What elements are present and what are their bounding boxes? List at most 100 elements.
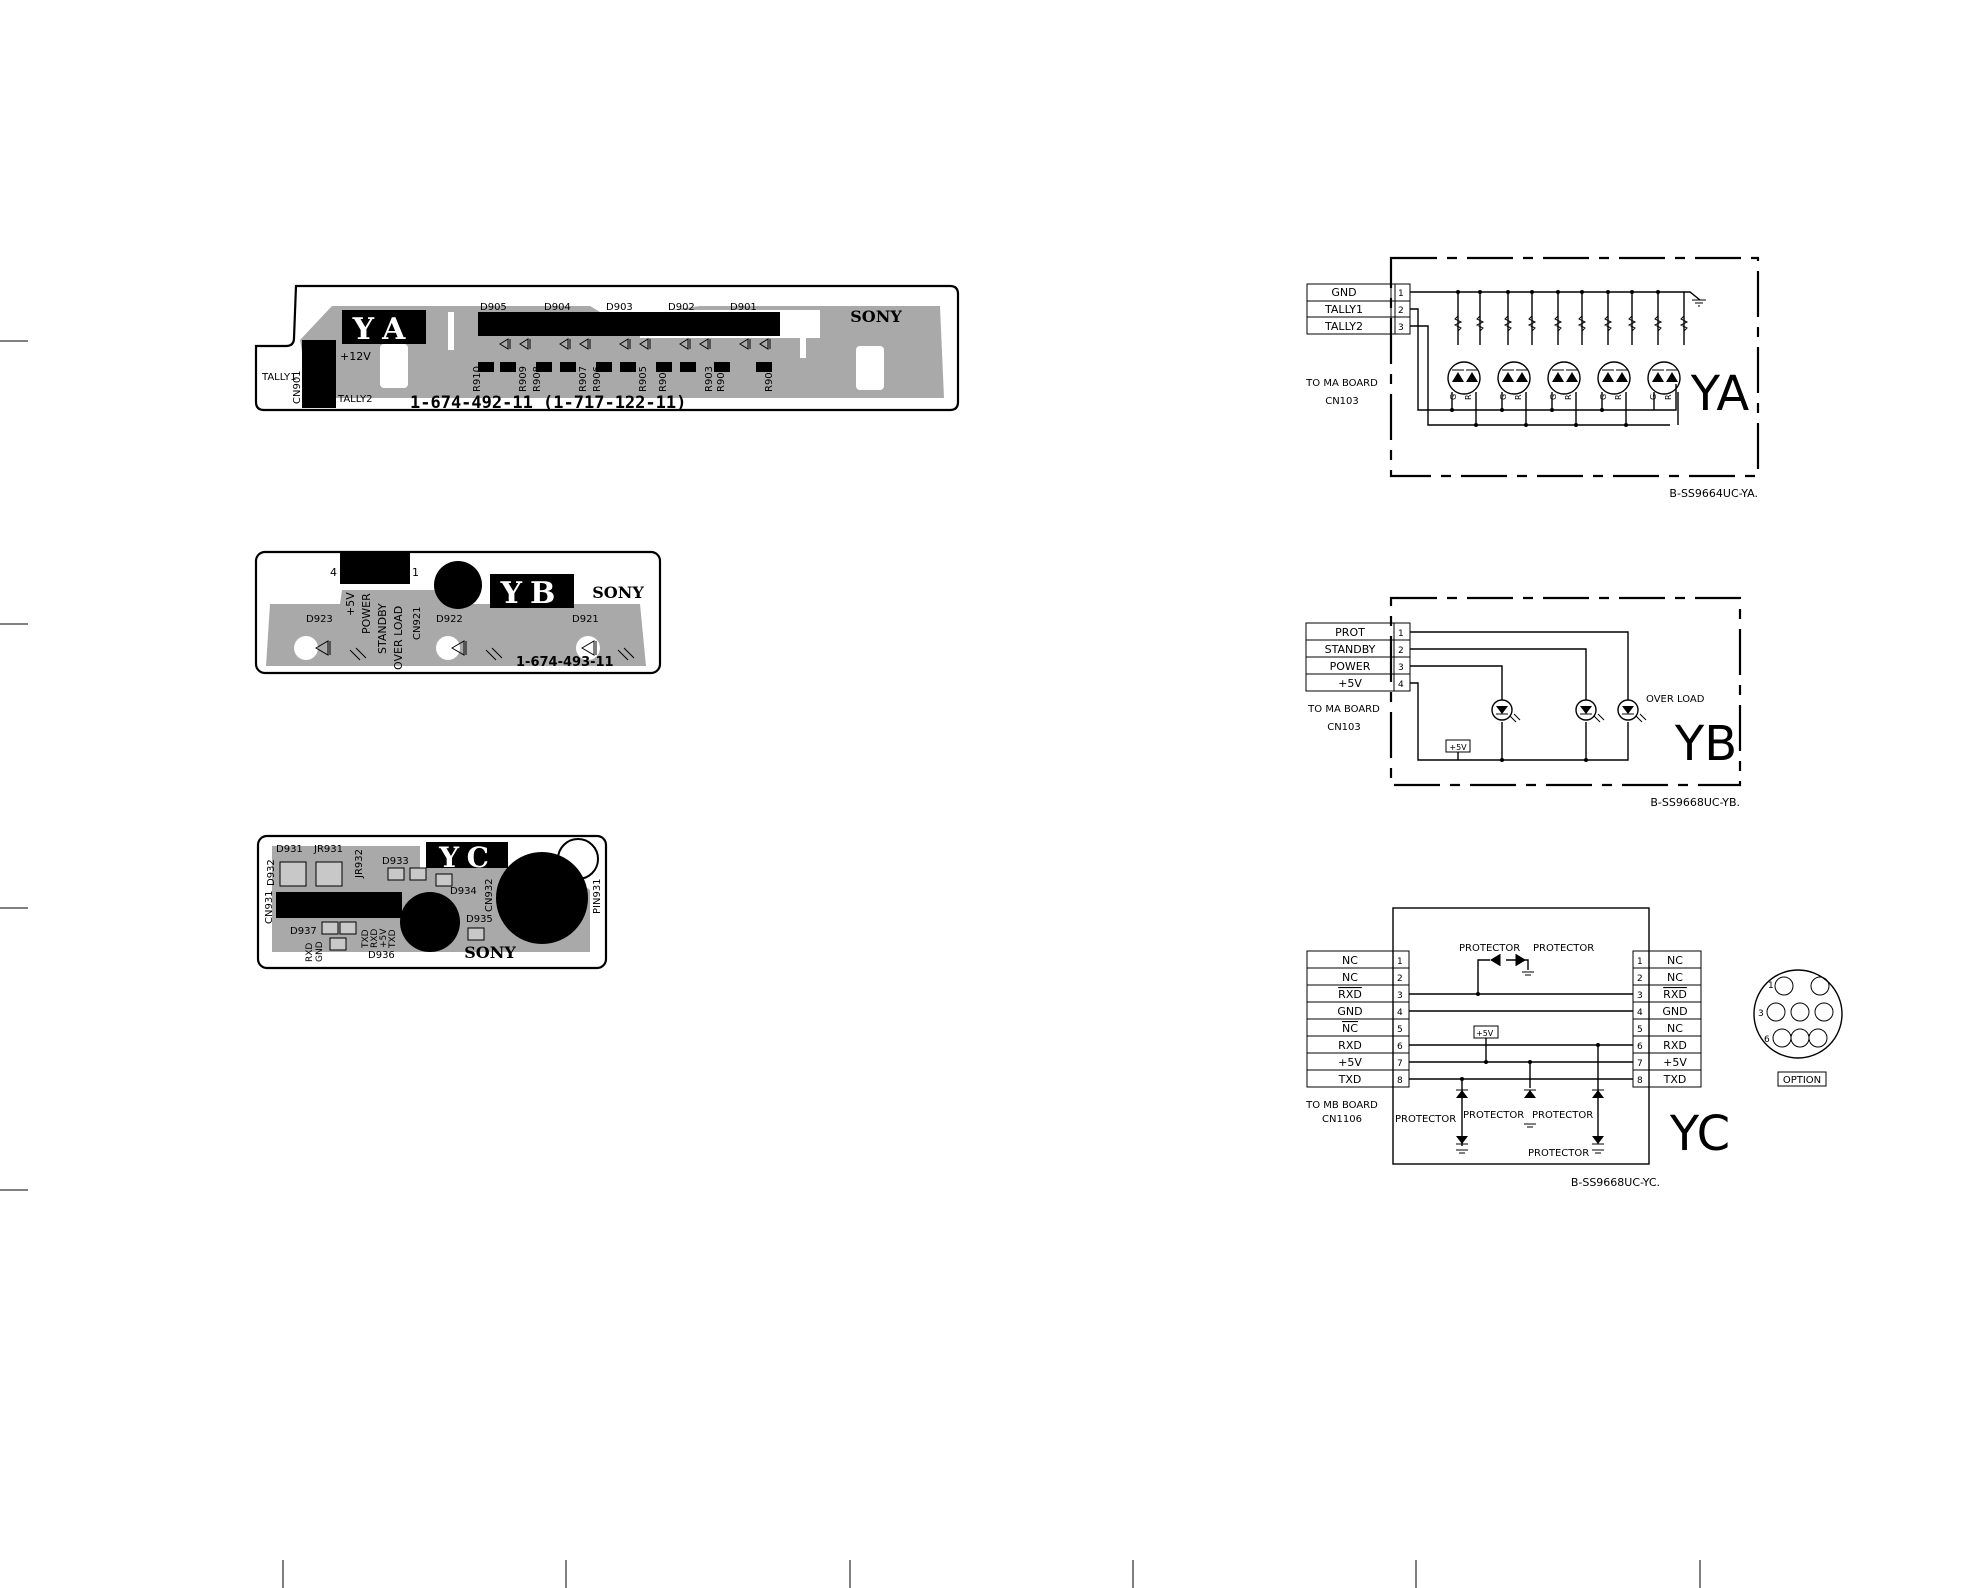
sch-yc-left-num-1: 1 <box>1397 957 1403 967</box>
sch-ya-pin-gnd: GND <box>1331 286 1356 299</box>
sch-yc-option-label: OPTION <box>1783 1075 1821 1086</box>
pcb-yc-d935: D935 <box>466 914 493 925</box>
sch-yb-to-connector: CN103 <box>1327 722 1361 733</box>
sch-yc-protector-5: PROTECTOR <box>1532 1110 1593 1121</box>
pcb-yc-brand: SONY <box>464 943 516 962</box>
sch-yc-left-grid <box>1307 967 1409 1071</box>
sch-yc-left-num-7: 7 <box>1397 1059 1403 1069</box>
sch-yc-left-pin-4: GND <box>1337 1005 1362 1018</box>
sch-ya-led-r-4: R <box>1614 394 1623 400</box>
sch-ya-led-g-2: G <box>1499 394 1508 400</box>
sch-ya-diagram-ref: B-SS9664UC-YA. <box>1669 487 1758 500</box>
pcb-yc-d937: D937 <box>290 926 317 937</box>
pcb-yb-pin-1: 1 <box>412 566 419 579</box>
sch-yc-to-connector: CN1106 <box>1322 1114 1362 1125</box>
schematic-yb: PROT STANDBY POWER +5V 1 2 3 4 +5V OVER … <box>1305 596 1742 809</box>
sch-ya-led-g-5: G <box>1649 394 1658 400</box>
pcb-ya-res-r902: R902 <box>716 366 727 392</box>
sch-ya-led-group <box>1447 361 1681 395</box>
pcb-ya-res-r903: R903 <box>704 366 715 392</box>
pcb-yb-pin-power: POWER <box>360 593 373 634</box>
sch-ya-pin-num-3: 3 <box>1398 323 1404 333</box>
sch-yc-left-num-4: 4 <box>1397 1008 1403 1018</box>
pcb-ya-resistors <box>478 362 772 372</box>
sch-yc-left-num-5: 5 <box>1397 1025 1403 1035</box>
sch-yb-wiring <box>1410 631 1629 762</box>
sch-yc-left-pin-5: NC <box>1342 1022 1358 1035</box>
pcb-ya: YA SONY D905 D904 D903 D902 D901 R910 R9… <box>254 284 960 413</box>
sch-yb-pin-prot: PROT <box>1335 626 1365 639</box>
sch-yc-left-pin-2: NC <box>1342 971 1358 984</box>
pcb-yc-d934: D934 <box>450 886 477 897</box>
sch-yc-wiring <box>1409 954 1633 1154</box>
sch-ya-led-g-3: G <box>1549 394 1558 400</box>
pcb-yb-diode-d922: D922 <box>436 614 463 625</box>
pcb-yc-d932: D932 <box>266 859 277 886</box>
pcb-yc-pin-txd-b: TXD <box>388 929 398 949</box>
schematic-yc: NC NC RXD GND NC RXD +5V TXD 1 2 3 4 5 6… <box>1305 907 1843 1189</box>
pcb-yc-cn932: CN932 <box>484 878 495 912</box>
pcb-yc-board-label: YC <box>438 841 497 874</box>
pcb-ya-board-label: YA <box>352 312 416 347</box>
sch-yc-right-num-6: 6 <box>1637 1042 1643 1052</box>
sch-yc-right-num-2: 2 <box>1637 974 1643 984</box>
pcb-yc-d936: D936 <box>368 950 395 961</box>
sch-yc-left-pin-3: RXD <box>1338 988 1362 1001</box>
sch-yc-right-pin-1: NC <box>1667 954 1683 967</box>
sch-yb-pin-power: POWER <box>1330 660 1371 673</box>
sch-yc-option-pin-3: 3 <box>1758 1009 1764 1019</box>
sch-ya-to-board: TO MA BOARD <box>1305 378 1378 389</box>
pcb-ya-part-number: 1-674-492-11 (1-717-122-11) <box>410 393 686 413</box>
sch-yc-left-num-2: 2 <box>1397 974 1403 984</box>
sch-yc-right-num-8: 8 <box>1637 1076 1643 1086</box>
sch-yc-protector-4: PROTECTOR <box>1463 1110 1524 1121</box>
pcb-yc: YC SONY D931 JR931 JR932 D932 D933 D934 … <box>256 834 608 970</box>
pcb-yb-diode-d923: D923 <box>306 614 333 625</box>
pcb-ya-diode-d903: D903 <box>606 302 633 313</box>
sch-yb-pin-standby: STANDBY <box>1325 643 1376 656</box>
pcb-yc-pin-txd-a: TXD <box>361 929 371 949</box>
pcb-yc-pin931: PIN931 <box>592 878 603 914</box>
schematic-ya: GND TALLY1 TALLY2 1 2 3 <box>1305 256 1760 500</box>
sch-yc-protector-6: PROTECTOR <box>1528 1148 1589 1159</box>
pcb-yb-board-label: YB <box>500 576 564 611</box>
sch-ya-wiring <box>1410 290 1706 427</box>
sch-yc-right-pin-2: NC <box>1667 971 1683 984</box>
pcb-yb-pin-overload: OVER LOAD <box>392 606 405 670</box>
pcb-yb-brand: SONY <box>592 583 644 602</box>
page-ticks <box>0 340 1701 1588</box>
sch-yc-right-pin-7: +5V <box>1663 1056 1687 1069</box>
sch-yc-to-board: TO MB BOARD <box>1305 1100 1378 1111</box>
pcb-ya-diode-d901: D901 <box>730 302 757 313</box>
sch-yc-left-num-8: 8 <box>1397 1076 1403 1086</box>
sch-yc-option-connector <box>1753 969 1843 1087</box>
sch-yc-option-pin-6: 6 <box>1764 1035 1770 1045</box>
pcb-ya-res-r904: R904 <box>658 366 669 392</box>
sch-yb-board-label: YB <box>1674 716 1737 772</box>
pcb-ya-pin-tally2: TALLY2 <box>337 394 372 405</box>
pcb-ya-res-r907: R907 <box>578 366 589 392</box>
sch-yb-pin-num-2: 2 <box>1398 646 1404 656</box>
sch-yc-right-num-5: 5 <box>1637 1025 1643 1035</box>
sch-yc-right-pin-3: RXD <box>1663 988 1687 1001</box>
sch-yc-right-pin-6: RXD <box>1663 1039 1687 1052</box>
sch-yc-diagram-ref: B-SS9668UC-YC. <box>1571 1176 1660 1189</box>
sch-yc-left-num-6: 6 <box>1397 1042 1403 1052</box>
sch-ya-led-g-1: G <box>1449 394 1458 400</box>
pcb-yc-pin-gnd: GND <box>315 941 325 962</box>
pcb-ya-brand: SONY <box>850 307 902 326</box>
pcb-ya-res-r906: R906 <box>592 366 603 392</box>
sch-yb-pin-num-1: 1 <box>1398 629 1404 639</box>
pcb-yb-pin-4: 4 <box>330 566 337 579</box>
pcb-yc-pin-rxd-a: RXD <box>305 943 315 962</box>
sch-ya-pin-num-1: 1 <box>1398 289 1404 299</box>
sch-yc-option-pin-1: 1 <box>1768 981 1774 991</box>
sch-yc-right-num-3: 3 <box>1637 991 1643 1001</box>
pcb-ya-diode-d904: D904 <box>544 302 571 313</box>
sch-yc-left-pin-6: RXD <box>1338 1039 1362 1052</box>
sch-ya-pin-tally1: TALLY1 <box>1324 303 1363 316</box>
sch-ya-led-r-3: R <box>1564 394 1573 400</box>
sch-yc-right-num-1: 1 <box>1637 957 1643 967</box>
pcb-yb-pin-standby: STANDBY <box>376 603 389 654</box>
